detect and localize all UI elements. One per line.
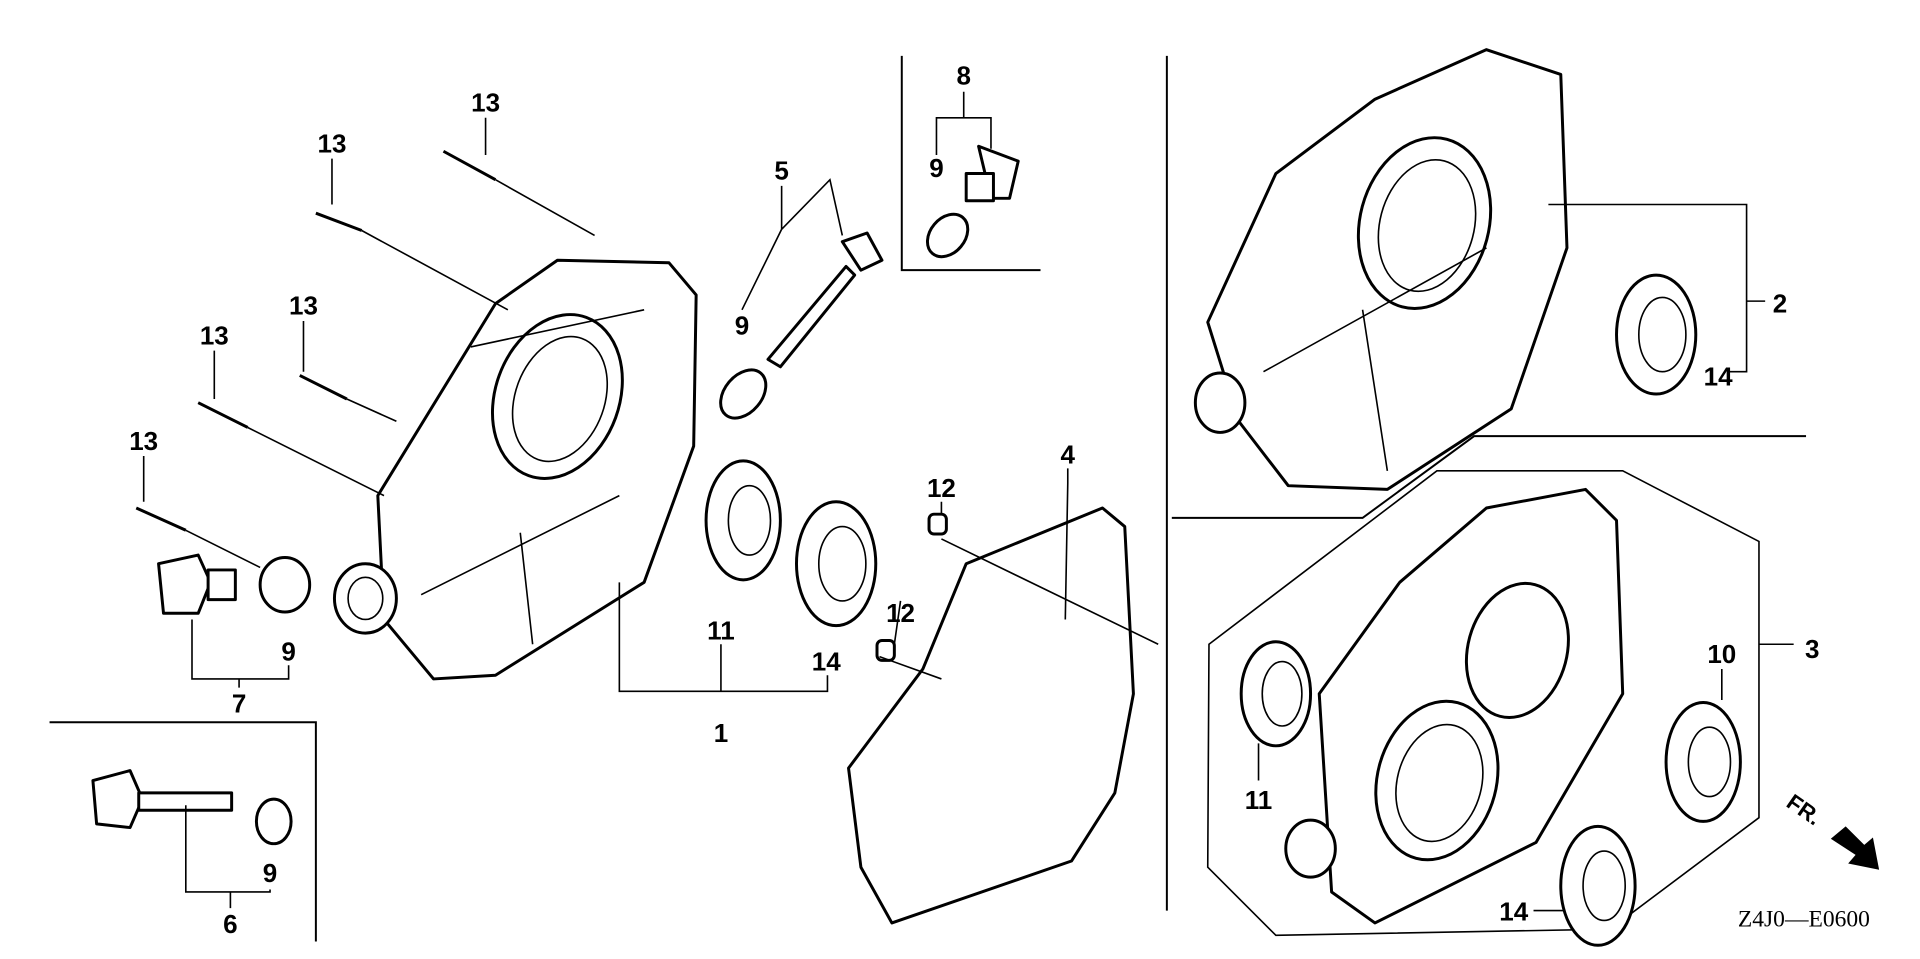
callout-9: 9 [263, 858, 277, 888]
callout-9: 9 [929, 153, 943, 183]
callout-14: 14 [1704, 361, 1733, 391]
bearings-and-seals [254, 212, 1742, 947]
callout-13: 13 [129, 426, 158, 456]
plugs-and-bolts [91, 144, 1020, 830]
callout-6: 6 [223, 909, 237, 939]
crankcase-cover-3 [1284, 487, 1625, 925]
callout-11: 11 [1245, 785, 1273, 815]
callout-9: 9 [735, 311, 749, 341]
callout-2: 2 [1773, 288, 1787, 318]
diagram-code: Z4J0—E0600 [1738, 907, 1870, 933]
callout-1: 1 [714, 718, 728, 748]
callout-13: 13 [318, 128, 347, 158]
callout-11: 11 [707, 615, 734, 645]
callout-5: 5 [774, 156, 788, 186]
callout-9: 9 [281, 636, 295, 666]
callout-13: 13 [200, 320, 229, 350]
callout-labels: 13 13 13 13 13 5 9 8 9 2 14 4 12 12 11 1… [129, 60, 1819, 939]
section-dividers [49, 55, 1807, 942]
callout-4: 4 [1061, 439, 1076, 469]
front-direction-indicator: FR. [1782, 789, 1880, 870]
gasket [847, 506, 1135, 925]
callout-14: 14 [812, 646, 841, 676]
callout-13: 13 [289, 291, 318, 321]
callout-12: 12 [927, 473, 956, 503]
callout-14: 14 [1499, 896, 1528, 926]
callout-12: 12 [886, 598, 915, 628]
callout-13: 13 [471, 88, 500, 118]
front-label: FR. [1782, 789, 1826, 830]
callout-10: 10 [1707, 639, 1736, 669]
crankcase-cover-2 [1193, 48, 1569, 491]
callout-8: 8 [956, 60, 970, 90]
callout-3: 3 [1805, 634, 1819, 664]
crankcase-cover-1 [332, 258, 698, 681]
callout-7: 7 [232, 688, 246, 718]
arrow-down-right-icon [1830, 826, 1880, 870]
leader-lines [142, 91, 1794, 912]
